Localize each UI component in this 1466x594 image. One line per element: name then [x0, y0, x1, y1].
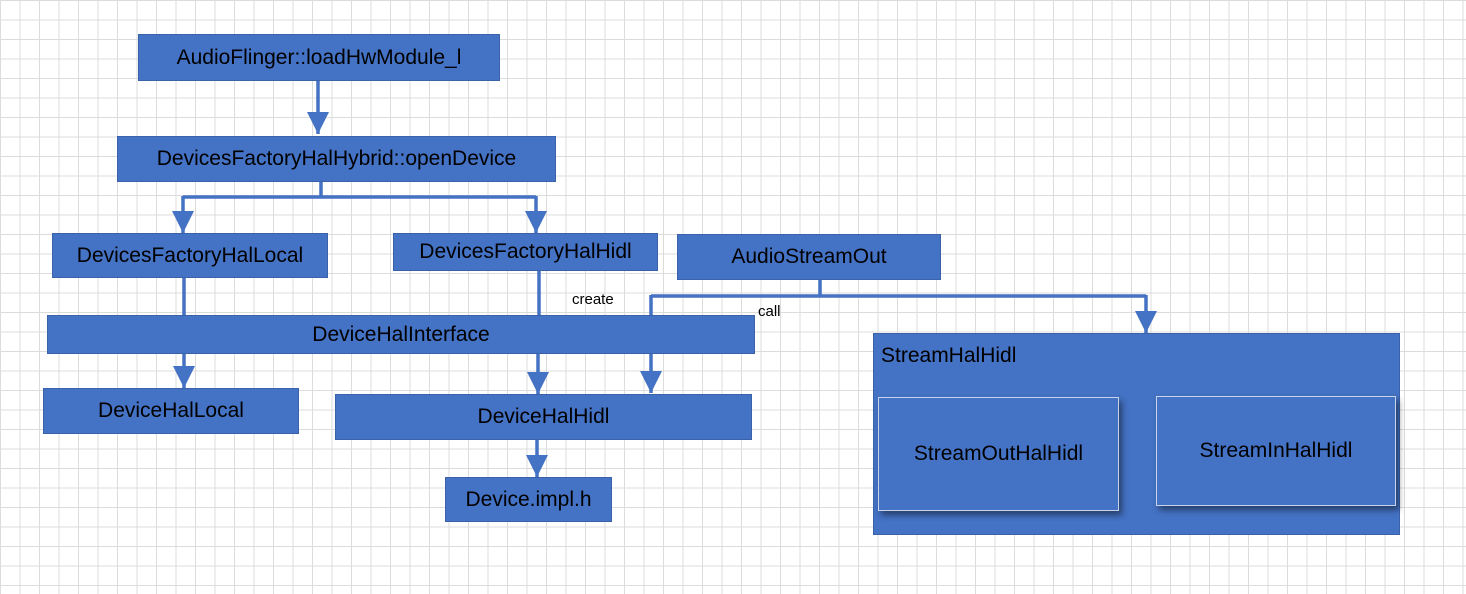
node-devicesfactoryhallocal: DevicesFactoryHalLocal: [52, 233, 328, 278]
node-audiostreamout: AudioStreamOut: [677, 234, 941, 280]
node-devicehallocal: DeviceHalLocal: [43, 388, 299, 434]
edge-label-call: call: [758, 303, 781, 320]
node-devicehalhidl: DeviceHalHidl: [335, 394, 752, 440]
node-devicesfactoryhalhidl: DevicesFactoryHalHidl: [393, 233, 658, 271]
node-audioflinger-loadhwmodule: AudioFlinger::loadHwModule_l: [138, 34, 500, 81]
node-streamouthalhidl: StreamOutHalHidl: [878, 397, 1119, 511]
node-streamhalhidl: StreamHalHidl StreamOutHalHidl StreamInH…: [873, 333, 1400, 535]
edge-label-create: create: [572, 291, 614, 308]
node-devicesfactoryhalhybrid-opendevice: DevicesFactoryHalHybrid::openDevice: [117, 136, 556, 182]
node-streaminhalhidl: StreamInHalHidl: [1156, 396, 1396, 506]
node-devicehalinterface: DeviceHalInterface: [47, 315, 755, 354]
edge-opendevice-split: [183, 182, 536, 199]
edge-audiostreamout-split: [651, 279, 1146, 298]
streamhalhidl-title: StreamHalHidl: [881, 344, 1017, 367]
node-device-impl-h: Device.impl.h: [445, 477, 612, 522]
